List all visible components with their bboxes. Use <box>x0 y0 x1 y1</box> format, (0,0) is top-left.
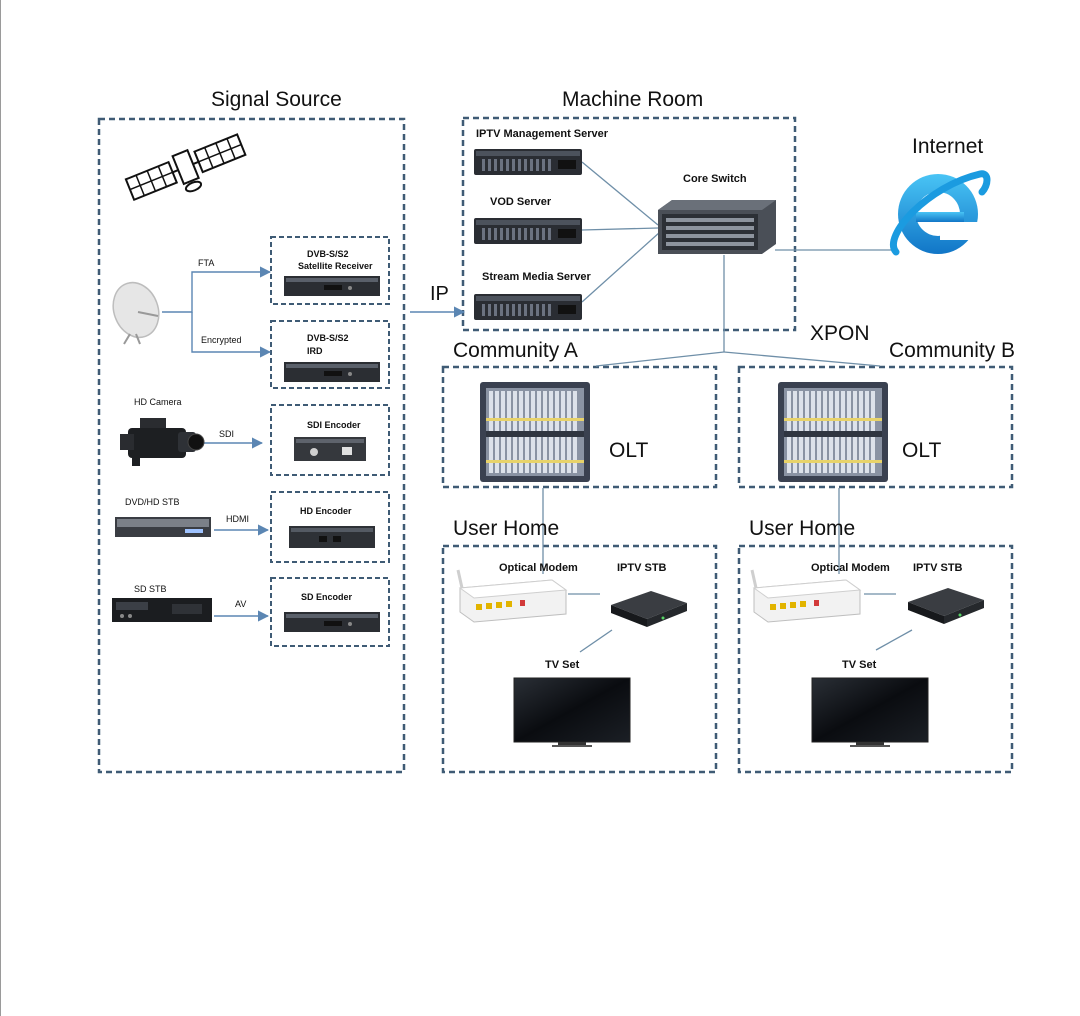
signal-source-title: Signal Source <box>211 88 342 111</box>
optical-modem-a-label: Optical Modem <box>499 562 578 574</box>
hdmi-label: HDMI <box>226 514 249 524</box>
stb-a-to-tv-line <box>579 629 613 653</box>
hd-encoder-device <box>289 526 375 548</box>
olt-b-chassis-icon <box>778 382 888 482</box>
user-home-a-title: User Home <box>453 517 560 540</box>
dish-to-splitter-line <box>162 266 272 313</box>
machine-room-title: Machine Room <box>562 88 704 111</box>
vod-server-to-switch-line <box>581 227 659 231</box>
iptv-management-server-icon <box>474 149 582 175</box>
fta-label: FTA <box>198 258 215 268</box>
machine-room-box <box>461 116 797 332</box>
left-edge-line <box>0 0 1 1016</box>
community-b-box <box>737 365 1014 489</box>
optical-modem-b-label: Optical Modem <box>811 562 890 574</box>
stream-server-to-switch-line <box>581 231 661 303</box>
olt-a-label: OLT <box>609 439 649 462</box>
satellite-icon <box>124 133 247 202</box>
olt-a-chassis-icon <box>480 382 590 482</box>
ip-label: IP <box>430 283 449 305</box>
hd-encoder-box <box>270 491 390 563</box>
sd-encoder-label: SD Encoder <box>301 592 353 602</box>
core-switch-icon <box>658 200 776 254</box>
iptv-stb-a-icon <box>611 591 687 627</box>
user-home-b-box <box>737 544 1014 774</box>
community-b-title: Community B <box>889 339 1016 362</box>
core-switch-label: Core Switch <box>683 173 747 185</box>
user-home-a-box <box>441 544 718 774</box>
sdi-label: SDI <box>219 429 235 439</box>
vod-server-icon <box>474 218 582 244</box>
stream-media-server-icon <box>474 294 582 320</box>
hd-camera-label: HD Camera <box>134 397 182 407</box>
satellite-receiver-label-line1: DVB-S/S2 <box>307 249 349 259</box>
splitter-to-ird-line <box>191 312 272 358</box>
internet-explorer-icon <box>890 170 991 256</box>
iptv-stb-a-label: IPTV STB <box>617 562 667 574</box>
satellite-dish-icon <box>112 281 160 345</box>
encrypted-label: Encrypted <box>201 335 242 345</box>
sd-stb-label: SD STB <box>134 584 167 594</box>
sd-encoder-box <box>270 577 390 647</box>
ird-label-line2: IRD <box>307 346 323 356</box>
stb-b-to-tv-line <box>875 629 913 651</box>
xpon-label: XPON <box>810 322 870 345</box>
iptv-management-server-label: IPTV Management Server <box>476 128 609 140</box>
optical-modem-b-icon <box>750 568 862 624</box>
tv-set-a-icon <box>513 677 631 748</box>
ird-device <box>284 362 380 382</box>
community-a-title: Community A <box>453 339 578 362</box>
sdi-encoder-device <box>294 437 366 461</box>
community-a-box <box>441 365 718 489</box>
sd-encoder-device <box>284 612 380 632</box>
hd-encoder-label: HD Encoder <box>300 506 352 516</box>
tv-set-b-label: TV Set <box>842 659 877 671</box>
tv-set-b-icon <box>811 677 929 748</box>
dvd-player-icon <box>115 517 211 537</box>
av-label: AV <box>235 599 247 609</box>
iptv-server-to-switch-line <box>581 161 659 226</box>
optical-modem-a-icon <box>456 568 568 624</box>
iptv-stb-b-icon <box>908 588 984 624</box>
sd-stb-icon <box>112 598 212 622</box>
internet-title: Internet <box>912 135 984 158</box>
dvd-hd-stb-label: DVD/HD STB <box>125 497 180 507</box>
olt-b-label: OLT <box>902 439 942 462</box>
ird-label-line1: DVB-S/S2 <box>307 333 349 343</box>
xpon-to-community-a-line <box>595 351 725 367</box>
iptv-stb-b-label: IPTV STB <box>913 562 963 574</box>
satellite-receiver-device <box>284 276 380 296</box>
satellite-receiver-label-line2: Satellite Receiver <box>298 261 373 271</box>
vod-server-label: VOD Server <box>490 196 552 208</box>
hd-camera-icon <box>120 418 205 466</box>
signal-source-box <box>97 117 406 774</box>
sdi-encoder-label: SDI Encoder <box>307 420 361 430</box>
sdi-encoder-box <box>270 404 390 476</box>
user-home-b-title: User Home <box>749 517 856 540</box>
stream-media-server-label: Stream Media Server <box>482 271 591 283</box>
tv-set-a-label: TV Set <box>545 659 580 671</box>
xpon-to-community-b-line <box>723 351 881 367</box>
